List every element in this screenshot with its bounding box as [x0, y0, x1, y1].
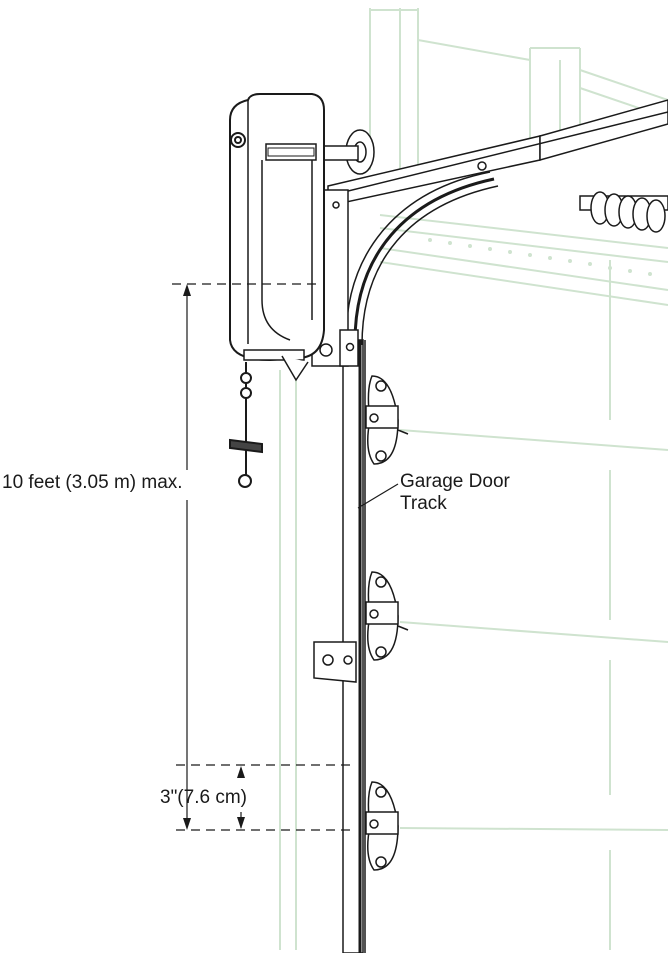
torsion-spring	[579, 191, 668, 233]
roller-bracket-1	[365, 375, 409, 465]
roller-bracket-2	[365, 571, 409, 661]
torsion-shaft	[321, 129, 375, 175]
track-label-leader	[357, 483, 399, 509]
track-label-line2: Track	[400, 493, 447, 514]
horizontal-rail	[327, 99, 668, 207]
garage-door-panels	[279, 8, 668, 950]
rail-holes	[428, 238, 652, 276]
clearance-label: 3"(7.6 cm)	[160, 787, 247, 808]
garage-door-track-label: Garage Door Track	[400, 471, 510, 515]
track-label-line1: Garage Door	[400, 471, 510, 492]
curved-track	[345, 171, 499, 346]
track-bracket	[313, 641, 357, 683]
opener-unit	[229, 93, 325, 382]
roller-bracket-3	[365, 781, 399, 871]
dimension-arrows	[183, 284, 245, 830]
dimension-lines	[172, 283, 356, 831]
max-height-label: 10 feet (3.05 m) max.	[2, 472, 183, 493]
release-cord	[229, 362, 263, 488]
